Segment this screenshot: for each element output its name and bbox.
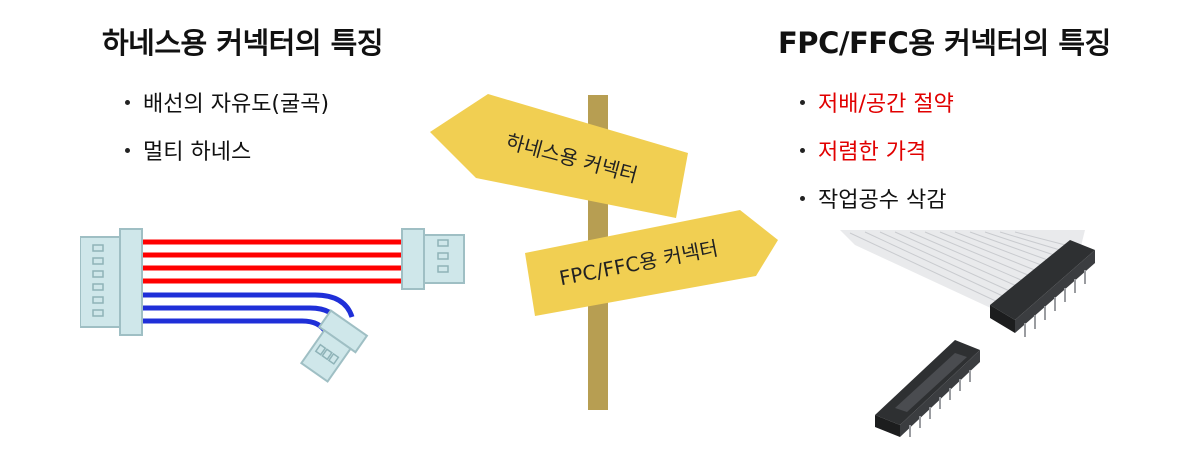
fpc-feature-item: 작업공수 삭감 — [800, 182, 946, 214]
harness-feature-label: 멀티 하네스 — [143, 140, 252, 165]
bullet-dot — [800, 147, 805, 153]
harness-feature-item: 배선의 자유도(굴곡) — [125, 86, 329, 118]
angled-harness-connector — [299, 309, 369, 383]
red-wires — [140, 239, 405, 284]
fpc-feature-item: 저렴한 가격 — [800, 134, 926, 166]
signpost: 하네스용 커넥터 FPC/FFC용 커넥터 — [430, 94, 778, 410]
fpc-ffc-features-title: FPC/FFC용 커넥터의 특징 — [778, 26, 1111, 60]
left-sign: 하네스용 커넥터 — [430, 94, 688, 218]
fpc-ffc-illustration — [840, 230, 1095, 437]
right-harness-connector — [401, 228, 465, 290]
harness-features-title: 하네스용 커넥터의 특징 — [102, 26, 384, 60]
bullet-dot — [125, 147, 130, 153]
fpc-feature-label: 저배/공간 절약 — [818, 92, 954, 117]
right-sign: FPC/FFC용 커넥터 — [525, 210, 778, 316]
flat-flexible-cable — [840, 230, 1085, 310]
harness-illustration — [80, 228, 465, 383]
left-harness-connector — [80, 228, 143, 336]
fpc-feature-label: 저렴한 가격 — [818, 140, 927, 165]
harness-feature-label: 배선의 자유도(굴곡) — [143, 92, 330, 117]
fpc-connector-unmated — [875, 340, 980, 437]
bullet-dot — [800, 99, 805, 105]
fpc-connector-mated — [990, 240, 1095, 337]
fpc-feature-label: 작업공수 삭감 — [818, 188, 947, 213]
fpc-feature-item: 저배/공간 절약 — [800, 86, 954, 118]
bullet-dot — [125, 99, 130, 105]
harness-feature-item: 멀티 하네스 — [125, 134, 251, 166]
bullet-dot — [800, 195, 805, 201]
